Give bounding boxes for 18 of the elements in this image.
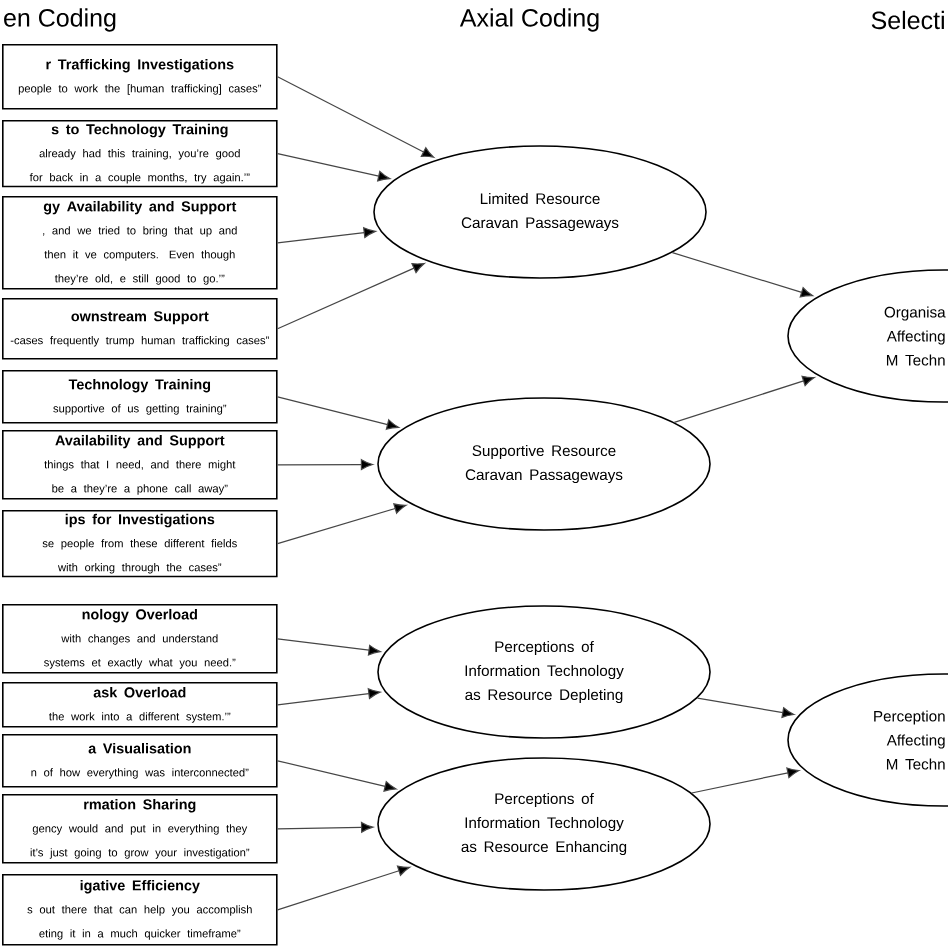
arrow [277,865,411,911]
arrow [696,697,795,718]
arrow [277,688,381,706]
arrow [277,76,435,158]
arrow [691,767,800,794]
arrow [277,821,374,833]
arrow [671,252,813,298]
arrow [673,375,815,423]
column-heading: Axial Coding [459,8,599,32]
arrow [277,503,407,545]
arrow [277,227,376,244]
arrow [277,459,374,471]
arrow [277,638,381,656]
arrow [277,396,400,430]
arrow [277,760,397,792]
arrow [277,153,391,182]
arrow [277,262,425,330]
column-heading: Selecti [871,10,944,30]
